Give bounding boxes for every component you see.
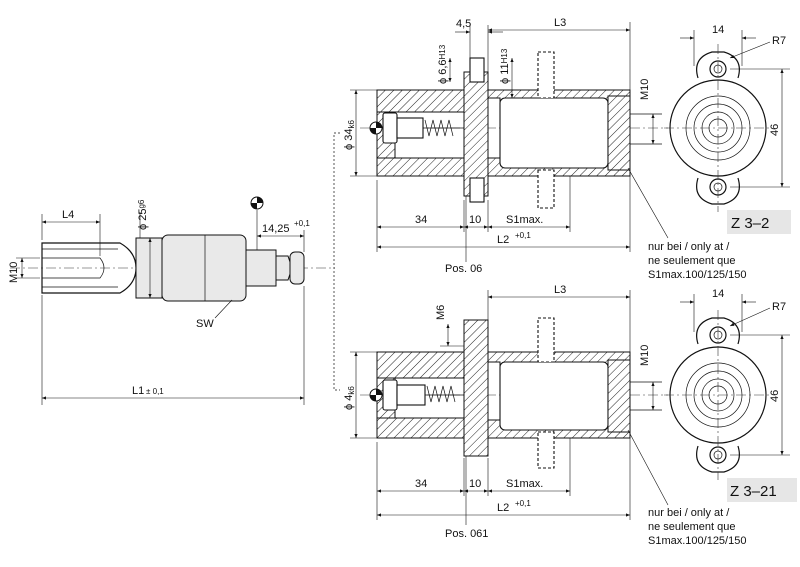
dim-d11-tol: H13 <box>500 48 509 63</box>
code-tag: Z 3–21 <box>730 483 777 500</box>
dim-l2-tol: +0,1 <box>515 499 531 508</box>
dim-34: 34 <box>415 214 427 226</box>
dim-r7: R7 <box>772 301 786 313</box>
svg-text:ϕ 6,6H13: ϕ 6,6H13 <box>437 44 449 84</box>
dim-d4: ϕ 4 <box>343 395 355 410</box>
dim-l2-tol: +0,1 <box>515 231 531 240</box>
label-sw: SW <box>196 318 214 330</box>
dim-m10: M10 <box>8 262 20 283</box>
dim-14: 14 <box>712 24 724 36</box>
top-view: 4,5 L3 ϕ 6,6H13 ϕ 11H13 M10 ϕ 34k6 <box>343 17 791 281</box>
dim-34: 34 <box>415 478 427 490</box>
dim-d25-tol: g6 <box>137 199 146 208</box>
svg-text:ϕ 4k6: ϕ 4k6 <box>343 386 356 410</box>
plunger-body <box>161 234 247 302</box>
dim-m10: M10 <box>639 345 651 366</box>
dim-10: 10 <box>469 478 481 490</box>
dim-d66-tol: H13 <box>438 44 447 59</box>
note-line-3: S1max.100/125/150 <box>648 535 746 547</box>
dim-m6: M6 <box>435 305 447 320</box>
dim-1425-tol: +0,1 <box>294 219 310 228</box>
bottom-flange-front-view <box>664 310 772 480</box>
note-line-2: ne seulement que <box>648 521 735 533</box>
svg-text:ϕ 11H13: ϕ 11H13 <box>499 48 511 84</box>
dim-46: 46 <box>769 124 781 136</box>
dim-s1: S1max. <box>506 478 543 490</box>
thread-bore <box>42 257 105 279</box>
top-flange <box>463 71 489 197</box>
dim-d11: ϕ 11 <box>499 63 511 84</box>
bottom-sleeve-bore <box>499 361 609 431</box>
top-sleeve-bore <box>499 97 609 169</box>
dim-14: 14 <box>712 288 724 300</box>
svg-text:ϕ 25g6: ϕ 25g6 <box>137 199 149 230</box>
code-tag: Z 3–2 <box>731 215 769 232</box>
pos-label: Pos. 06 <box>445 263 482 275</box>
bottom-flange <box>463 319 489 457</box>
note-line-3: S1max.100/125/150 <box>648 269 746 281</box>
dim-45: 4,5 <box>456 18 471 30</box>
bottom-view: L3 M6 M10 ϕ 4k6 34 10 S1max. L2 +0,1 <box>343 284 797 547</box>
dim-d34-tol: k6 <box>347 120 356 129</box>
dim-l3: L3 <box>554 17 566 29</box>
collar <box>135 237 163 299</box>
dim-l2: L2 <box>497 234 509 246</box>
variant-bracket <box>333 132 340 391</box>
dim-s1: S1max. <box>506 214 543 226</box>
top-flange-front-view <box>664 44 772 212</box>
neck <box>245 249 277 287</box>
dim-l1-tol: ± 0,1 <box>146 387 164 396</box>
note-line-1: nur bei / only at / <box>648 507 730 519</box>
dim-d34: ϕ 34 <box>343 129 355 150</box>
dim-d66: ϕ 6,6 <box>437 59 449 84</box>
dim-l3: L3 <box>554 284 566 296</box>
dim-m10: M10 <box>639 79 651 100</box>
left-view: L4 M10 ϕ 25g6 14,25 +0,1 SW L1 ± 0,1 <box>8 132 340 405</box>
note-line-2: ne seulement que <box>648 255 735 267</box>
dim-r7: R7 <box>772 35 786 47</box>
knob <box>289 251 305 285</box>
dim-46: 46 <box>769 390 781 402</box>
dim-d25: ϕ 25 <box>137 209 149 230</box>
datum-symbol <box>250 196 264 210</box>
dim-l4: L4 <box>62 209 74 221</box>
dim-l1: L1 <box>132 385 144 397</box>
svg-text:ϕ 34k6: ϕ 34k6 <box>343 120 356 150</box>
dim-d4-tol: k6 <box>347 386 356 395</box>
dim-10: 10 <box>469 214 481 226</box>
pos-label: Pos. 061 <box>445 528 488 540</box>
dim-1425: 14,25 <box>262 223 290 235</box>
note-line-1: nur bei / only at / <box>648 241 730 253</box>
dim-l2: L2 <box>497 502 509 514</box>
